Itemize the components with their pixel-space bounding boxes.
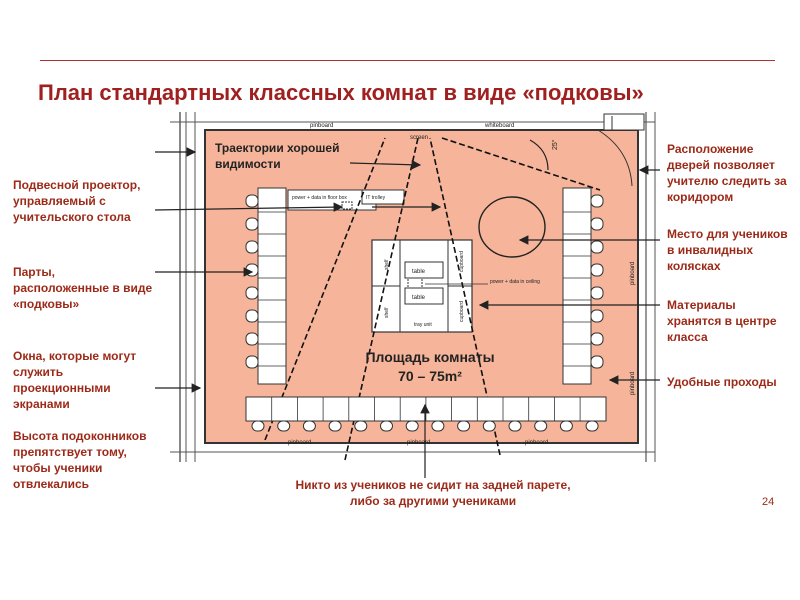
chair <box>457 420 471 432</box>
table-label: table <box>412 269 426 275</box>
chair <box>245 286 259 300</box>
chair <box>431 420 445 432</box>
desk-right <box>562 187 592 385</box>
screen-label: screen <box>410 135 428 141</box>
chair <box>302 420 316 432</box>
annotation-desks: Парты, расположенные в виде «подковы» <box>13 265 153 311</box>
chair <box>245 263 259 277</box>
chair <box>559 420 573 432</box>
annotation-wheelchair: Место для учеников в инвалидных колясках <box>667 227 788 273</box>
title-rule <box>40 60 775 61</box>
annotation-arrow <box>349 159 422 170</box>
annotation-arrow <box>154 202 344 212</box>
pinboard-right-label: pinboard <box>630 262 636 285</box>
it-trolley-label: IT trolley <box>366 195 386 201</box>
chair <box>590 194 604 208</box>
chair <box>251 420 265 432</box>
area-label: Площадь комнаты <box>365 349 494 365</box>
whiteboard-label: whiteboard <box>484 123 514 129</box>
chair <box>380 420 393 432</box>
annotation-arrows <box>154 147 660 478</box>
chair <box>245 194 259 208</box>
chair <box>585 420 599 432</box>
annotation-materials: Материалы хранятся в центре класса <box>667 298 777 344</box>
chair <box>534 420 548 432</box>
tray-unit-label: tray unit <box>414 322 432 328</box>
angle-label: 25° <box>551 139 559 150</box>
teacher-desk-label: power + data in floor box <box>292 195 347 201</box>
annotation-back-row: Никто из учеников не сидит на задней пар… <box>295 478 571 508</box>
chair <box>328 420 342 432</box>
chair <box>590 217 604 231</box>
chair <box>405 420 419 432</box>
table-label: table <box>412 295 426 301</box>
desk-left <box>257 187 287 385</box>
chair <box>590 240 604 254</box>
chair <box>590 309 604 323</box>
area-value: 70 – 75m² <box>398 368 462 384</box>
chair <box>508 420 522 432</box>
chair <box>245 309 259 323</box>
page-number: 24 <box>762 496 775 508</box>
cupboard-label: cupboard <box>459 251 465 272</box>
chair <box>245 217 259 231</box>
pinboard-bottom-label: pinboard <box>407 440 430 446</box>
ceiling-label: power + data in ceiling <box>490 279 540 285</box>
chair <box>482 420 496 432</box>
chair <box>245 332 259 346</box>
annotation-sightlines: Траектории хорошей видимости <box>215 141 340 171</box>
sightline <box>441 137 601 191</box>
sightline <box>264 137 386 441</box>
chair <box>354 420 368 432</box>
shelf-label: shelf <box>384 259 390 270</box>
pinboard-top-label: pinboard <box>310 123 333 129</box>
chair <box>245 240 259 254</box>
center-table <box>404 261 444 279</box>
pinboard-right2-label: pinboard <box>630 372 636 395</box>
shelf-label: shelf <box>384 307 390 318</box>
center-table <box>404 287 444 305</box>
cupboard-label: cupboard <box>459 301 465 322</box>
wheelchair-area <box>478 196 546 258</box>
door-frame <box>603 113 645 131</box>
pinboard-bottom-label: pinboard <box>525 440 548 446</box>
annotation-windows: Окна, которые могут служить проекционным… <box>13 349 137 411</box>
chair <box>590 355 604 369</box>
annotation-doors: Расположение дверей позволяет учителю сл… <box>667 142 787 204</box>
chair <box>590 263 604 277</box>
annotation-sills: Высота подоконников препятствует тому, ч… <box>13 429 147 491</box>
chair <box>245 355 259 369</box>
angle-arc <box>529 139 549 171</box>
annotation-projector: Подвесной проектор, управляемый с учител… <box>13 178 141 224</box>
ceiling-box <box>407 277 423 289</box>
chair <box>590 332 604 346</box>
door-swing <box>597 129 633 187</box>
chair <box>277 420 291 432</box>
slide-title: План стандартных классных комнат в виде … <box>38 80 644 105</box>
chair <box>590 286 604 300</box>
pinboard-bottom-label: pinboard <box>288 440 311 446</box>
annotation-aisles: Удобные проходы <box>667 375 777 389</box>
